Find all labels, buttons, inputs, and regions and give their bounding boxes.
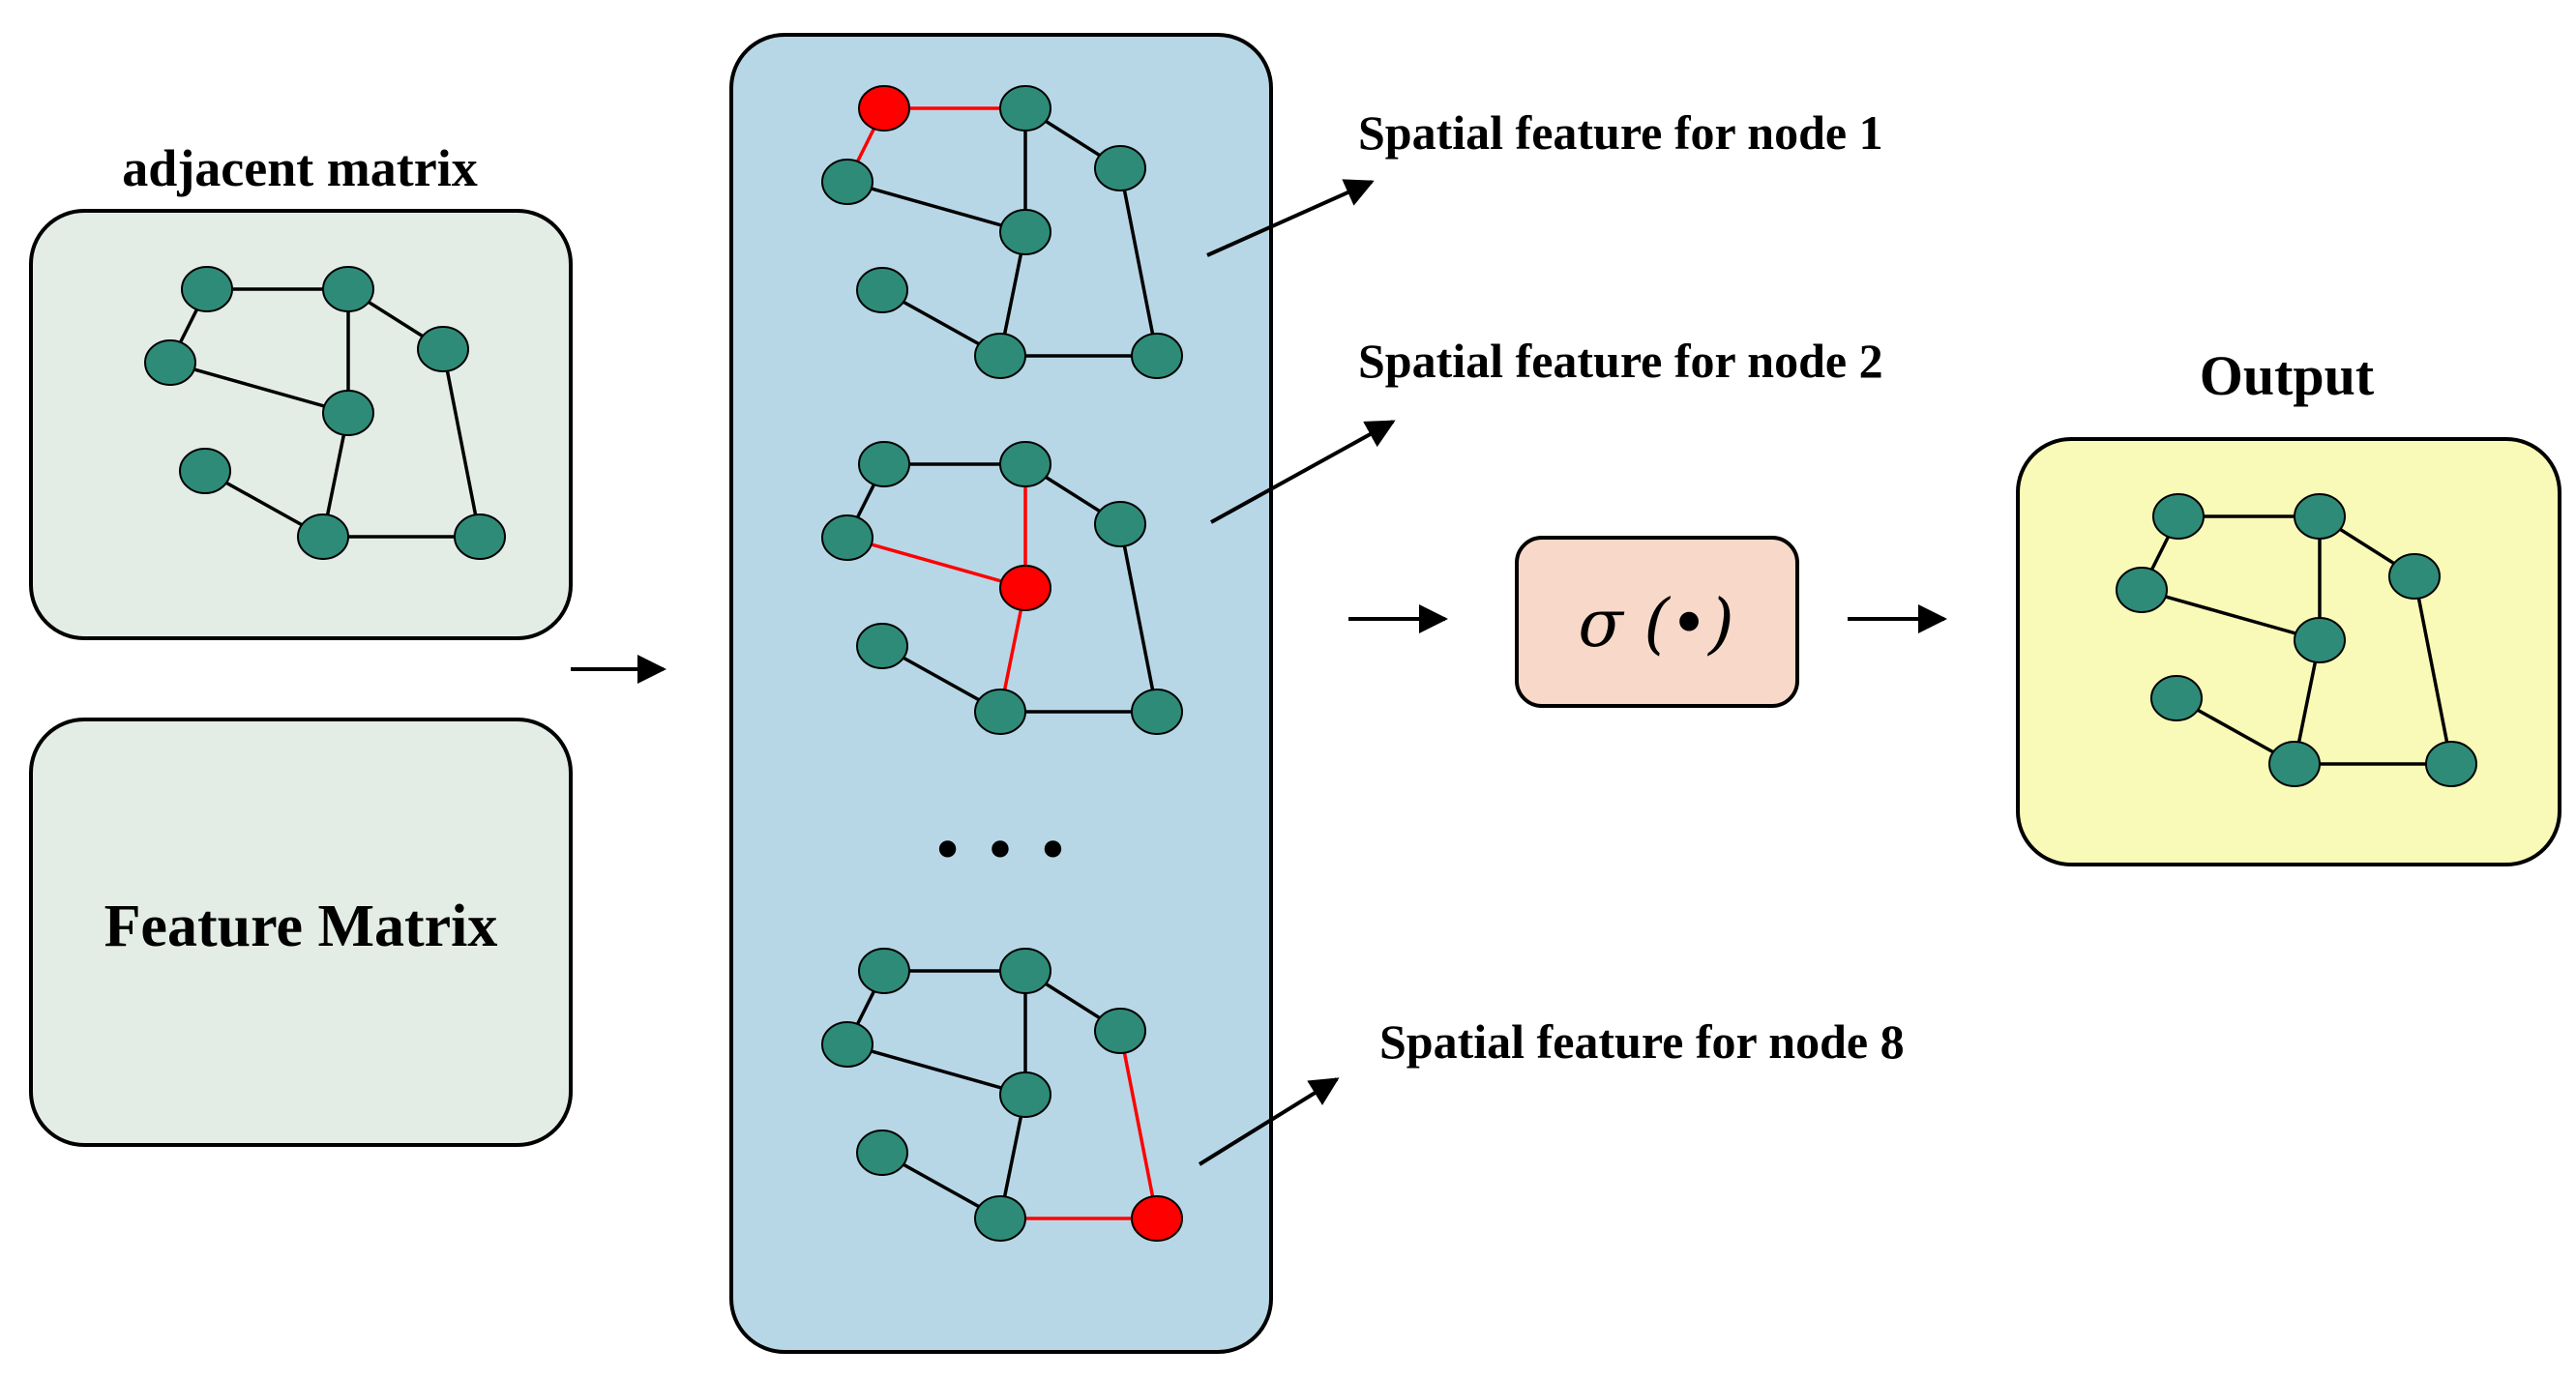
graph-edge [2413,575,2453,765]
graph-edge [169,361,349,415]
spatial-graph-node-1 [821,85,1183,379]
graph-node [856,1130,908,1176]
spatial-graph-node-2 [821,441,1183,735]
arrow-spatial-node-1 [1206,179,1375,257]
graph-node [999,441,1051,487]
graph-node [417,326,469,372]
graph-node [821,1021,873,1068]
output-panel [2016,437,2561,866]
graph-node [2294,617,2346,663]
graph-node [322,390,374,436]
highlighted-node [858,85,910,132]
graph-node [144,339,196,386]
adjacent-graph [144,266,506,560]
graph-node [2150,675,2203,721]
spatial-feature-node-8-label: Spatial feature for node 8 [1379,1014,1905,1069]
arrow-spatial-node-8 [1198,1077,1340,1166]
highlighted-node [999,565,1051,611]
graph-node [999,1071,1051,1118]
graph-node [322,266,374,312]
graph-node [1094,1008,1146,1054]
graph-edge [2141,588,2321,642]
highlighted-node [1131,1195,1183,1242]
graph-node [974,1195,1026,1242]
activation-label: σ (•) [1578,586,1733,662]
graph-node [1131,689,1183,735]
output-graph [2116,493,2477,787]
feature-matrix-label: Feature Matrix [104,894,498,959]
graph-edge [1118,523,1159,713]
graph-edge [1118,1030,1159,1219]
graph-node [179,448,231,494]
graph-edge [441,348,482,538]
graph-node [858,948,910,994]
graph-node [974,689,1026,735]
graph-node [974,333,1026,379]
graph-node [1094,501,1146,547]
adjacent-matrix-panel [29,209,573,640]
graph-node [856,267,908,313]
graph-node [999,209,1051,255]
graph-edge [846,1042,1026,1097]
graph-node [1094,145,1146,191]
graph-node [856,623,908,669]
spatial-feature-node-1-label: Spatial feature for node 1 [1358,105,1883,160]
graph-node [2268,741,2321,787]
graph-edge [1118,167,1159,357]
graph-node [181,266,233,312]
graph-node [2425,741,2477,787]
graph-node [821,514,873,561]
graph-node [2116,567,2168,613]
graph-node [858,441,910,487]
graph-node [2294,493,2346,540]
output-label: Output [2200,344,2375,407]
ellipsis: • • • [931,817,1070,885]
graph-node [454,513,506,560]
graph-node [297,513,349,560]
arrow-spatial-node-2 [1210,420,1396,524]
spatial-feature-node-2-label: Spatial feature for node 2 [1358,334,1883,388]
graph-node [2388,553,2441,600]
graph-edge [846,536,1026,590]
graph-node [999,948,1051,994]
graph-node [999,85,1051,132]
activation-box [1515,536,1799,708]
graph-node [2152,493,2205,540]
adjacent-matrix-label: adjacent matrix [122,139,477,197]
graph-node [1131,333,1183,379]
graph-node [821,159,873,205]
graph-edge [846,180,1026,234]
spatial-graph-node-8 [821,948,1183,1242]
feature-matrix-panel [29,718,573,1147]
